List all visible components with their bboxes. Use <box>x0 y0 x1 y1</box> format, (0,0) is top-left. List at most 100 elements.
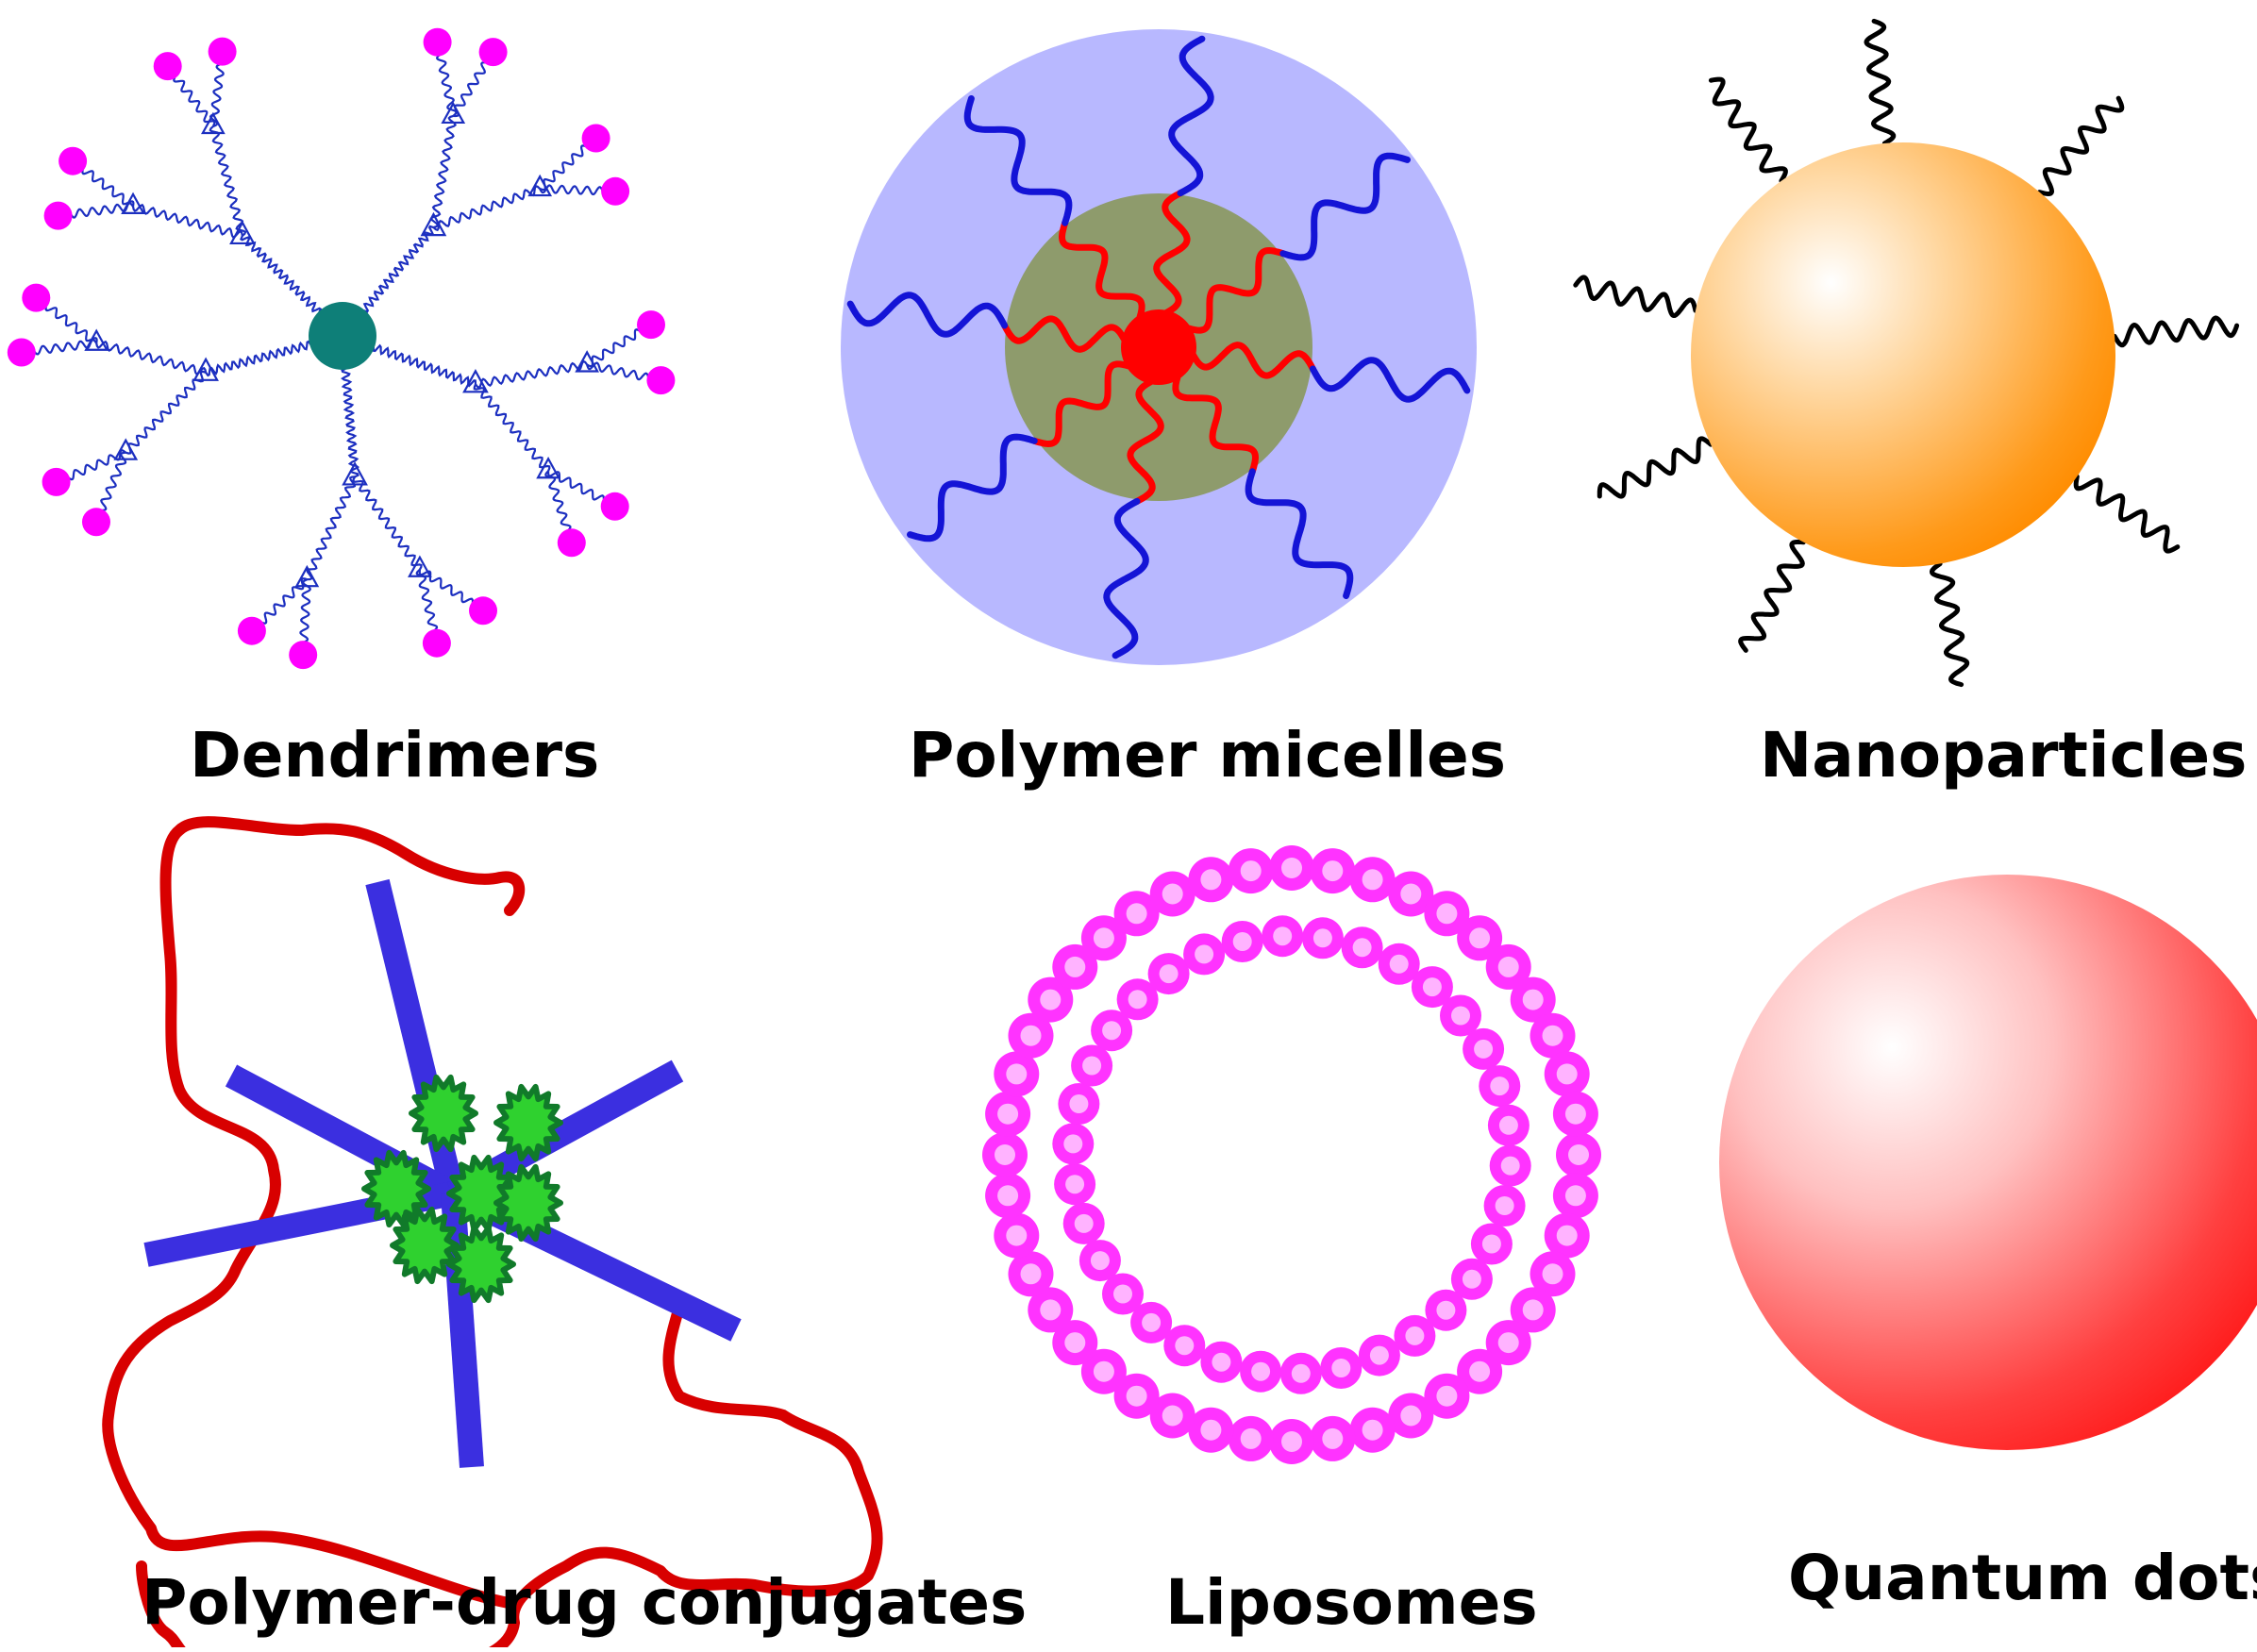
liposome-inner-head-center <box>1232 932 1252 951</box>
liposome-outer-head-center <box>1020 1263 1042 1285</box>
dendrimer-end-group <box>153 52 182 81</box>
liposome-inner-head-center <box>1436 1300 1456 1320</box>
dendrimer-branch <box>95 340 208 375</box>
dendrimer-branch <box>209 125 247 237</box>
liposome-outer-head-center <box>1093 1360 1114 1382</box>
dendrimer-branch <box>473 383 551 472</box>
micelle-hydrophilic-block <box>1245 468 1354 599</box>
dendrimer-branch <box>240 235 323 313</box>
nanoparticle-illustration <box>1573 18 2240 688</box>
liposome-outer-head-center <box>1281 858 1302 878</box>
dendrimer-branch <box>475 359 588 390</box>
liposome-outer-head-center <box>1400 1405 1422 1427</box>
liposome-inner-head-center <box>1500 1156 1520 1176</box>
liposome-outer-head-center <box>1556 1225 1578 1246</box>
quantum-dots-label: Quantum dots <box>1788 1542 2257 1614</box>
polymer-micelles-label: Polymer micelles <box>909 719 1506 792</box>
dendrimer-end-group <box>59 146 88 175</box>
micelle-hydrophilic-block <box>1168 35 1214 197</box>
liposome-outer-head-center <box>1162 1405 1183 1427</box>
nanoparticle-ligand <box>1929 561 1970 688</box>
liposome-inner-head-center <box>1405 1326 1425 1345</box>
micelle-hydrophobic-block <box>1030 360 1136 448</box>
liposome-outer-head-center <box>1200 869 1222 891</box>
liposome-inner-head-center <box>1291 1363 1311 1383</box>
liposome-outer-head-center <box>1064 956 1086 977</box>
liposome-inner-head-center <box>1498 1115 1518 1135</box>
nanoparticles-label: Nanoparticles <box>1760 719 2248 792</box>
liposome-inner-head-center <box>1074 1213 1094 1233</box>
liposome-inner-head-center <box>1065 1175 1085 1194</box>
liposome-outer-head-center <box>997 1103 1019 1125</box>
liposome-outer-head-center <box>1497 1332 1519 1354</box>
liposome-outer-head-center <box>1200 1419 1222 1441</box>
liposome-inner-head-center <box>1495 1196 1514 1215</box>
liposome-outer-head-center <box>1006 1225 1028 1246</box>
conjugate-drug-molecule <box>361 1149 431 1228</box>
dendrimer-end-group <box>208 37 237 66</box>
liposome-outer-head-center <box>1040 989 1062 1010</box>
micelle-hydrophilic-block <box>963 95 1073 226</box>
liposome-inner-head-center <box>1159 964 1179 984</box>
liposome-inner-head-center <box>1082 1056 1102 1076</box>
liposome-inner-head-center <box>1462 1269 1481 1289</box>
liposome-outer-head-center <box>1040 1299 1062 1321</box>
liposome-inner-head-center <box>1063 1134 1083 1154</box>
liposome-outer-head-center <box>995 1144 1015 1165</box>
liposome-outer-head-center <box>1240 860 1262 882</box>
conjugate-drug-molecule <box>446 1225 516 1304</box>
dendrimer-junction <box>441 101 466 125</box>
dendrimer-end-group <box>581 124 610 153</box>
liposome-outer-head-center <box>1126 903 1147 925</box>
liposome-inner-head-center <box>1142 1312 1162 1332</box>
micelle-hydrophobic-block <box>1058 219 1145 325</box>
liposome-outer-head-center <box>1522 1299 1544 1321</box>
liposome-inner-head-center <box>1389 954 1409 974</box>
liposomes-label: Liposomes <box>1165 1566 1538 1639</box>
liposome-outer-head-center <box>1436 903 1458 925</box>
nanoparticle-ligand <box>2112 315 2240 348</box>
dendrimer-core <box>309 302 376 370</box>
quantum-dot-sphere <box>1719 875 2257 1450</box>
quantum-dot-illustration <box>1719 875 2257 1450</box>
micelle-hydrophilic-block <box>1309 357 1471 403</box>
nanoparticle-ligand <box>1708 76 1788 184</box>
dendrimer-branch <box>125 370 207 455</box>
liposome-inner-head-center <box>1102 1021 1122 1041</box>
liposome-inner-head-center <box>1369 1345 1389 1365</box>
polymer-micelle-illustration <box>841 29 1477 665</box>
micelle-hydrophobic-block <box>1001 315 1129 353</box>
liposome-outer-head-center <box>1564 1185 1586 1207</box>
micelle-hydrophilic-block <box>1103 497 1149 659</box>
dendrimer-branch <box>205 340 312 377</box>
dendrimer-branch <box>131 203 243 239</box>
micelle-hydrophilic-block <box>846 292 1009 338</box>
dendrimer-end-group <box>289 641 318 670</box>
dendrimer-end-group <box>82 508 110 537</box>
liposome-outer-head-center <box>1469 1360 1491 1382</box>
nanoparticle-ligand <box>1864 18 1897 146</box>
liposome-outer-head-center <box>1362 869 1383 891</box>
liposome-inner-head-center <box>1212 1352 1231 1372</box>
liposome-inner-head-center <box>1273 926 1293 946</box>
dendrimer-end-group <box>423 27 452 57</box>
conjugate-drug-molecule <box>493 1163 563 1243</box>
micelle-hydrophobic-block <box>1127 376 1164 505</box>
liposome-outer-head-center <box>1020 1025 1042 1046</box>
liposome-inner-head-center <box>1069 1094 1089 1113</box>
micelle-hydrophobic-block <box>1181 246 1287 334</box>
conjugate-drug-molecule <box>390 1206 460 1285</box>
liposome-inner-head-center <box>1331 1359 1351 1377</box>
liposome-outer-head-center <box>1064 1332 1086 1354</box>
liposome-outer-head-center <box>1542 1263 1563 1285</box>
polymer-drug-conjugates-label: Polymer-drug conjugates <box>142 1566 1028 1639</box>
liposome-inner-head-center <box>1422 977 1442 997</box>
nanoparticle-core <box>1691 142 2115 567</box>
liposome-outer-head-center <box>1362 1419 1383 1441</box>
liposome-inner-head-center <box>1175 1336 1195 1356</box>
liposome-inner-head-center <box>1195 944 1214 964</box>
liposome-outer-head-center <box>1436 1385 1458 1407</box>
liposome-outer-head-center <box>1469 927 1491 949</box>
conjugate-drug-molecule <box>409 1074 478 1153</box>
nanoparticle-ligand <box>2073 474 2181 554</box>
